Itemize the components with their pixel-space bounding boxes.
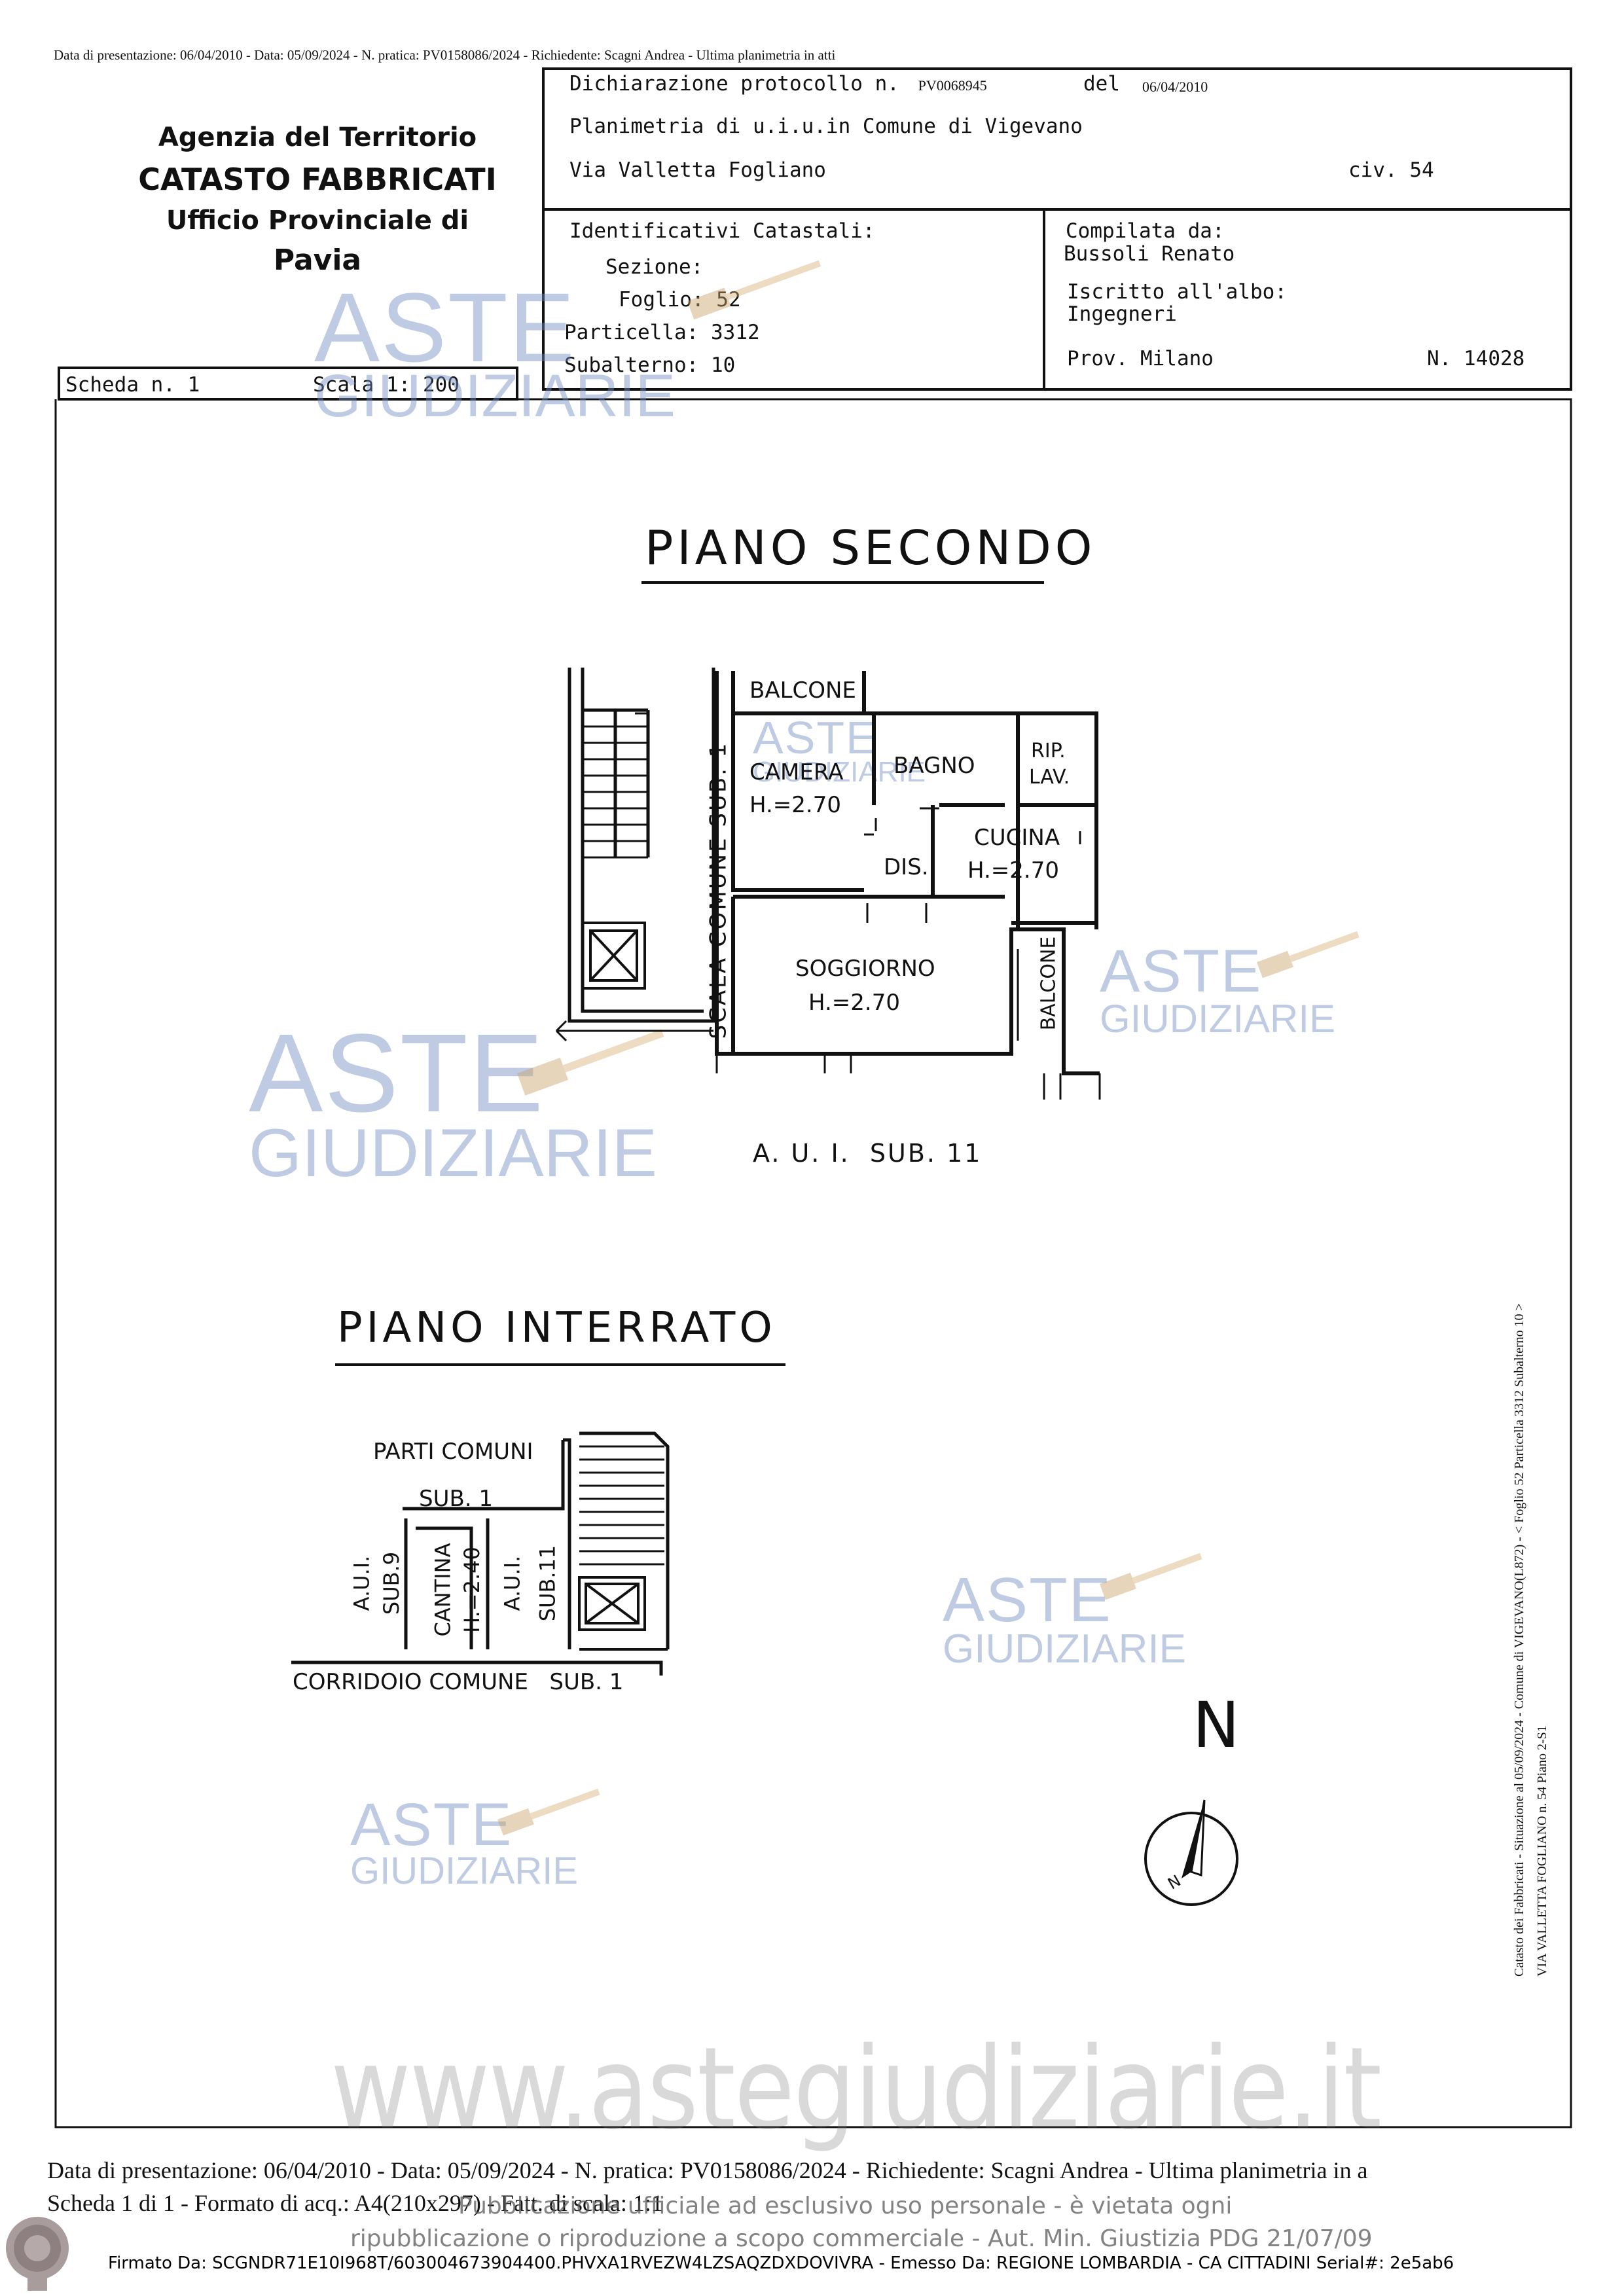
url-watermark: www.astegiudiziarie.it [331,2023,1382,2155]
ufficio-label: Ufficio Provinciale di [166,206,469,236]
del-date: 06/04/2010 [1142,79,1208,95]
side-text-1: Catasto dei Fabbricati - Situazione al 0… [1512,1303,1526,1977]
watermark-1: ASTE GIUDIZIARIE [314,272,676,429]
sub1-label: SUB. 1 [419,1486,494,1512]
particella-label: Particella: 3312 [564,321,760,344]
soggiorno-height: H.=2.70 [808,990,900,1016]
sezione-label: Sezione: [605,255,704,279]
watermark-aste: ASTE [943,1565,1112,1635]
compilata-label: Compilata da: [1066,219,1225,243]
north-label: N [1193,1689,1240,1762]
identificativi-title: Identificativi Catastali: [569,219,875,243]
rip-label: RIP. [1031,740,1066,762]
watermark-aste: ASTE [249,1011,545,1136]
catasto-title: CATASTO FABBRICATI [138,162,497,197]
watermark-giudiziarie: GIUDIZIARIE [943,1626,1187,1672]
scala-label: Scala 1: 200 [313,373,460,397]
watermark-5: ASTE GIUDIZIARIE [350,1791,579,1892]
sub11-label: SUB.11 [535,1545,560,1622]
watermark-giudiziarie: GIUDIZIARIE [350,1850,579,1892]
watermark-aste: ASTE [350,1791,513,1858]
gavel-icon [1257,931,1360,978]
camera-height: H.=2.70 [749,792,841,818]
pubblicazione-line-1: Pubblicazione ufficiale ad esclusivo uso… [458,2193,1233,2219]
watermark-4: ASTE GIUDIZIARIE [943,1565,1187,1672]
aui-right-label: A.U.I. [499,1555,525,1611]
agency-block: Agenzia del Territorio CATASTO FABBRICAT… [105,118,530,281]
pavia-label: Pavia [273,243,362,277]
protocollo-number: PV0068945 [918,77,987,94]
agency-name: Agenzia del Territorio [158,122,477,152]
watermark-3: ASTE GIUDIZIARIE [1100,938,1336,1041]
dichiarazione-row: Dichiarazione protocollo n. PV0068945 [569,72,987,96]
camera-label: CAMERA [749,759,844,785]
balcone-top-label: BALCONE [749,677,856,704]
watermark-giudiziarie: GIUDIZIARIE [753,756,926,788]
foglio-label: Foglio: 52 [619,288,741,312]
watermark-aste: ASTE [1100,938,1263,1005]
piano-interrato-title: PIANO INTERRATO [337,1304,776,1352]
via-text: Via Valletta Fogliano [569,158,826,182]
parti-comuni-label: PARTI COMUNI [373,1439,533,1465]
watermark-aste: ASTE [753,712,878,763]
aui-sub11-label: A. U. I. SUB. 11 [753,1139,983,1168]
cucina-label: CUCINA [974,825,1060,851]
prov-label: Prov. Milano [1067,347,1214,370]
sub9-label: SUB.9 [379,1551,405,1615]
civico-text: civ. 54 [1348,158,1434,182]
dichiarazione-label: Dichiarazione protocollo n. [569,72,899,96]
gavel-icon [687,260,821,320]
piano-secondo-title: PIANO SECONDO [645,520,1096,575]
subalterno-label: Subalterno: 10 [564,353,736,377]
footer-line-1: Data di presentazione: 06/04/2010 - Data… [47,2157,1368,2183]
watermark-giudiziarie: GIUDIZIARIE [249,1115,658,1191]
soggiorno-label: SOGGIORNO [795,956,935,982]
iscritto-label: Iscritto all'albo: [1067,280,1287,304]
header-frame [542,67,1572,391]
aui-left-label: A.U.I. [349,1555,374,1611]
top-strip-text: Data di presentazione: 06/04/2010 - Data… [54,47,836,63]
compass-icon [1144,1799,1238,1906]
albo-value: Ingegneri [1067,302,1177,326]
watermark-giudiziarie: GIUDIZIARIE [1100,997,1336,1041]
compilata-name: Bussoli Renato [1064,242,1235,266]
seal-icon [6,2217,69,2291]
side-text-2: VIA VALLETTA FOGLIANO n. 54 Piano 2-S1 [1535,1725,1549,1977]
bagno-label: BAGNO [893,753,975,779]
cucina-height: H.=2.70 [967,857,1059,884]
gavel-icon [497,1788,600,1836]
cantina-label: CANTINA [430,1543,456,1637]
corridoio-label: CORRIDOIO COMUNE SUB. 1 [293,1669,624,1695]
watermark-2: ASTE GIUDIZIARIE [249,1011,658,1191]
watermark-6: ASTE GIUDIZIARIE [753,712,926,788]
cantina-height: H.=2.40 [459,1547,484,1633]
lav-label: LAV. [1029,766,1070,789]
scheda-label: Scheda n. 1 [65,373,200,397]
firmato-line: Firmato Da: SCGNDR71E10I968T/60300467390… [108,2253,1454,2273]
gavel-icon [517,1029,664,1096]
watermark-giudiziarie: GIUDIZIARIE [314,363,676,429]
planimetria-text: Planimetria di u.i.u.in Comune di Vigeva… [569,115,1083,138]
gavel-icon [1100,1552,1202,1600]
albo-number: N. 14028 [1427,347,1525,370]
del-label: del [1083,72,1120,96]
pubblicazione-line-2: ripubblicazione o riproduzione a scopo c… [350,2225,1373,2252]
dis-label: DIS. [884,854,929,880]
footer-line-2: Scheda 1 di 1 - Formato di acq.: A4(210x… [47,2190,663,2216]
watermark-aste: ASTE [314,272,576,382]
